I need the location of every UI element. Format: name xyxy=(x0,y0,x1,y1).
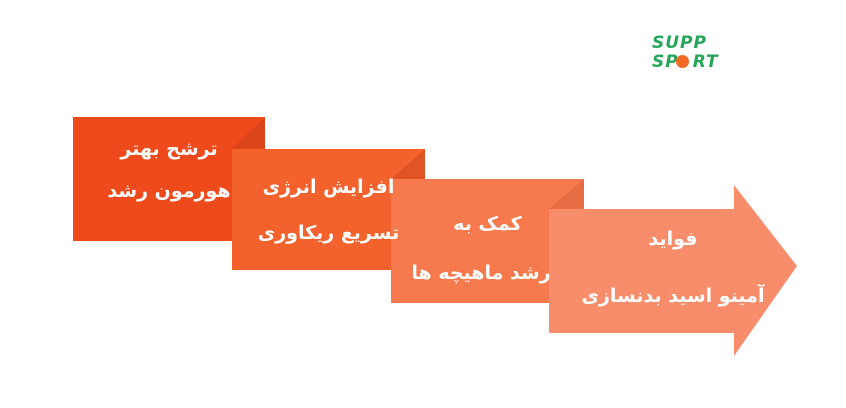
logo-line-2-b: RT xyxy=(692,52,719,72)
logo-line-2: SP RT xyxy=(652,53,736,72)
ball-icon xyxy=(676,55,689,68)
step-2-line-1: افزایش انرژی xyxy=(262,176,395,198)
logo-line-1: SUPP xyxy=(652,33,707,53)
step-1-line-2: هورمون رشد xyxy=(107,180,231,202)
step-2-block xyxy=(232,149,425,270)
supp-sport-logo: SUPP SP RT xyxy=(652,34,736,74)
step-1-line-1: ترشح بهتر xyxy=(120,138,218,160)
step-4-shadow xyxy=(549,179,584,209)
step-4-line-1: فواید xyxy=(648,228,698,250)
logo-line-2-a: SP xyxy=(652,52,679,72)
step-4-arrow xyxy=(549,185,797,356)
step-3-line-1: کمک به xyxy=(453,213,522,235)
step-3-line-2: رشد ماهیچه ها xyxy=(411,262,551,284)
step-2-line-2: تسریع ریکاوری xyxy=(257,222,400,244)
step-2-shadow xyxy=(232,117,265,149)
step-3-block xyxy=(391,179,584,303)
step-4-line-2: آمینو اسید بدنسازی xyxy=(581,285,765,307)
step-1-block xyxy=(73,117,265,241)
step-3-shadow xyxy=(391,149,425,179)
